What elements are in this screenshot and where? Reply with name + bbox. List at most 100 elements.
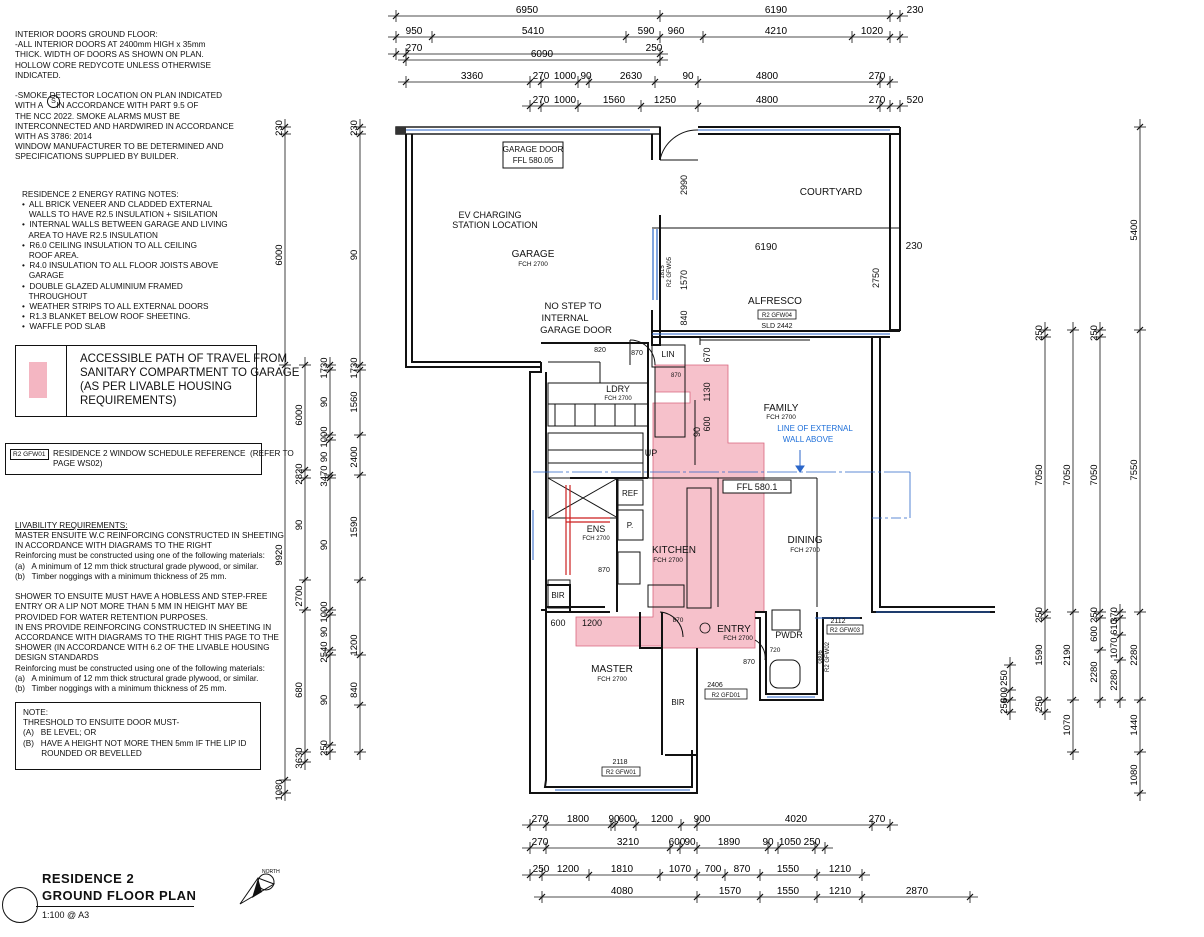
dim-label: 2190 — [1062, 644, 1073, 665]
ev-label-2: STATION LOCATION — [452, 220, 538, 230]
dim-label: 90 — [684, 837, 696, 848]
w02-tag: R2 GFW02 — [825, 641, 831, 672]
up-label: UP — [645, 448, 658, 458]
dim-label: 270 — [533, 71, 550, 82]
dim-label: 270 — [406, 43, 423, 54]
dim-label: 250 — [1034, 696, 1045, 712]
dim-label: 950 — [406, 26, 423, 37]
dim-label: 270 — [869, 71, 886, 82]
dim-label: 90 — [580, 71, 592, 82]
dim-label: 1550 — [777, 864, 800, 875]
w05-tag: 1815 — [660, 265, 666, 279]
dim-label: 90 — [682, 71, 694, 82]
dim-label: 870 — [734, 864, 751, 875]
ev-label-1: EV CHARGING — [458, 210, 521, 220]
dim-label: 1070 — [1109, 637, 1120, 658]
threshold-note: NOTE: THRESHOLD TO ENSUITE DOOR MUST- (A… — [23, 708, 247, 758]
dim-label: 680 — [294, 682, 305, 698]
dim-label: 270 — [869, 814, 886, 825]
dim-label: 1890 — [718, 837, 741, 848]
dim-right-b: 250 7050 250 1590 250 — [1034, 322, 1051, 720]
dim-label: 1590 — [1034, 644, 1045, 665]
dim-label: 9920 — [274, 544, 285, 565]
dim-label: 230 — [274, 120, 285, 136]
dim-label: 2630 — [620, 71, 643, 82]
ldry-label: LDRY — [606, 384, 630, 394]
dim-label: 7050 — [1034, 464, 1045, 485]
bir2-label: BIR — [671, 698, 685, 707]
dim-label: 270 — [532, 837, 549, 848]
ffl-label: FFL 580.1 — [737, 482, 778, 492]
dim-label: 590 — [638, 26, 655, 37]
livability-body: MASTER ENSUITE W.C REINFORCING CONSTRUCT… — [15, 531, 284, 694]
dim-label: 1000 — [319, 601, 330, 622]
dim-label: 600 — [619, 814, 636, 825]
energy-notes-title: RESIDENCE 2 ENERGY RATING NOTES: — [22, 190, 179, 199]
dim-2750: 2750 — [871, 268, 881, 288]
dim-label: 250 — [1034, 325, 1045, 341]
title-line1: RESIDENCE 2 — [42, 871, 135, 886]
alfresco-label: ALFRESCO — [748, 296, 802, 307]
kitchen-fch-label: FCH 2700 — [653, 557, 683, 564]
rotated-dims: 2990 1570 840 2750 670 1130 600 90 1815 … — [660, 175, 881, 672]
dim-label: 4800 — [756, 71, 779, 82]
door-820: 820 — [594, 347, 606, 354]
dim-label: 90 — [349, 250, 360, 261]
dim-2990: 2990 — [679, 175, 689, 195]
dim-1200-master: 1200 — [582, 618, 602, 628]
dim-label: 90 — [319, 397, 330, 408]
threshold-note-box: NOTE: THRESHOLD TO ENSUITE DOOR MUST- (A… — [15, 702, 261, 770]
dim-label: 2280 — [1089, 661, 1100, 682]
kitchen-label: KITCHEN — [652, 545, 696, 556]
alfresco-sld-label: SLD 2442 — [761, 323, 792, 330]
dim-label: 3210 — [617, 837, 640, 848]
dim-label: 700 — [705, 864, 722, 875]
title-scale: 1:100 @ A3 — [42, 910, 90, 920]
dim-label: 1020 — [861, 26, 884, 37]
w02-width: 0806 — [818, 650, 824, 664]
dim-label: 1560 — [603, 95, 626, 106]
title-underline — [36, 906, 194, 907]
dim-230-alfresco: 230 — [906, 241, 923, 252]
garage-label: GARAGE — [512, 249, 555, 260]
dim-label: 960 — [668, 26, 685, 37]
dim-label: 250 — [1034, 607, 1045, 623]
dim-label: 1200 — [349, 634, 360, 655]
dim-label: 1070 — [669, 864, 692, 875]
dim-label: 1730 — [349, 357, 360, 378]
dim-6190-alfresco: 6190 — [755, 242, 778, 253]
dim-label: 1800 — [567, 814, 590, 825]
window-ref-text: RESIDENCE 2 WINDOW SCHEDULE REFERENCE (R… — [53, 449, 294, 469]
dim-label: 250 — [646, 43, 663, 54]
door-870-ens: 870 — [598, 567, 610, 574]
no-step-label-3: GARAGE DOOR — [540, 325, 612, 336]
dim-label: 6950 — [516, 5, 539, 16]
dim-label: 270 — [533, 95, 550, 106]
garage-door-label: GARAGE DOOR — [503, 145, 564, 154]
dim-label: 1210 — [829, 864, 852, 875]
dim-label: 90 — [319, 540, 330, 551]
dim-label: 3630 — [294, 747, 305, 768]
dim-label: 610 — [1109, 619, 1120, 635]
dim-label: 3470 — [319, 465, 330, 486]
dim-label: 600 — [669, 837, 686, 848]
dim-label: 1590 — [349, 516, 360, 537]
dim-label: 250 — [533, 864, 550, 875]
dim-label: 90 — [608, 814, 620, 825]
dim-600-master: 600 — [550, 618, 565, 628]
title-circle — [2, 887, 38, 923]
w03-width: 2112 — [830, 618, 845, 625]
no-step-label-2: INTERNAL — [542, 313, 589, 324]
title-line2: GROUND FLOOR PLAN — [42, 888, 197, 903]
dim-label: 1560 — [349, 391, 360, 412]
ens-label: ENS — [587, 524, 606, 534]
accessible-path-legend: ACCESSIBLE PATH OF TRAVEL FROM SANITARY … — [15, 345, 299, 417]
dim-label: 90 — [319, 695, 330, 706]
